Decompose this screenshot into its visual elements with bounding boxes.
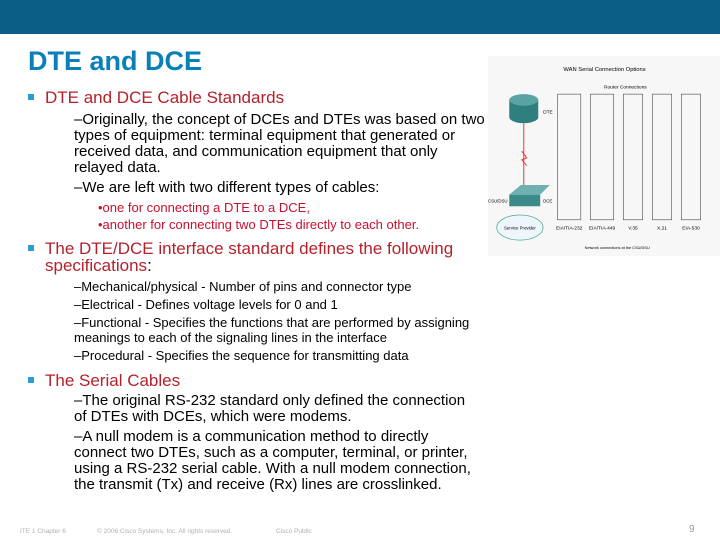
svg-text:Service Provider: Service Provider: [504, 225, 536, 230]
svg-text:EIA/TIA-449: EIA/TIA-449: [589, 225, 616, 231]
sub-sub-bullet: •another for connecting two DTEs directl…: [98, 217, 420, 232]
square-bullet-icon: [28, 377, 34, 383]
router-icon: [509, 94, 539, 124]
slide-title: DTE and DCE: [28, 46, 203, 76]
sub-bullet: –A null modem is a communication method …: [74, 428, 471, 493]
slide-body: DTE and DCE Cable Standards –Originally,…: [28, 89, 498, 497]
sub-bullet: –Functional - Specifies the functions th…: [74, 315, 470, 345]
sub-bullet: –Mechanical/physical - Number of pins an…: [74, 279, 412, 294]
svg-text:V.35: V.35: [628, 225, 638, 231]
svg-text:DTE: DTE: [543, 109, 553, 115]
sub-sub-bullet: •one for connecting a DTE to a DCE,: [98, 200, 310, 215]
bullet-interface-standard: The DTE/DCE interface standard defines t…: [28, 240, 498, 274]
cloud-icon: [496, 214, 544, 241]
wan-serial-connection-figure: WAN Serial Connection Options Router Con…: [488, 56, 720, 256]
figure-caption: Network connections at the CSU/DSU: [585, 246, 650, 250]
router-connections-label: Router Connections: [604, 84, 647, 90]
csu-dsu-icon: [509, 185, 550, 207]
svg-text:EIA-530: EIA-530: [682, 225, 700, 231]
sub-bullet: –Procedural - Specifies the sequence for…: [74, 348, 409, 363]
square-bullet-icon: [28, 245, 34, 251]
header-bar: [0, 0, 720, 34]
bullet-cable-standards: DTE and DCE Cable Standards: [28, 89, 498, 106]
square-bullet-icon: [28, 94, 34, 100]
footer-classification: Cisco Public: [276, 528, 312, 535]
bullet-serial-cables: The Serial Cables: [28, 372, 498, 389]
footer-copyright: © 2006 Cisco Systems, Inc. All rights re…: [97, 528, 233, 535]
footer-course: ITE 1 Chapter 6: [20, 528, 66, 535]
figure-title: WAN Serial Connection Options: [563, 67, 645, 73]
sub-bullet: –Electrical - Defines voltage levels for…: [74, 297, 338, 312]
cable-connectors: [557, 93, 701, 221]
svg-text:X.21: X.21: [657, 225, 667, 231]
svg-text:DCE: DCE: [543, 198, 552, 203]
sub-bullet: –The original RS-232 standard only defin…: [74, 392, 466, 425]
page-number: 9: [689, 524, 695, 535]
svg-text:CSU/DSU: CSU/DSU: [488, 198, 508, 203]
sub-bullet: –Originally, the concept of DCEs and DTE…: [74, 111, 485, 176]
svg-text:EIA/TIA-232: EIA/TIA-232: [556, 225, 583, 231]
sub-bullet: –We are left with two different types of…: [74, 179, 380, 196]
